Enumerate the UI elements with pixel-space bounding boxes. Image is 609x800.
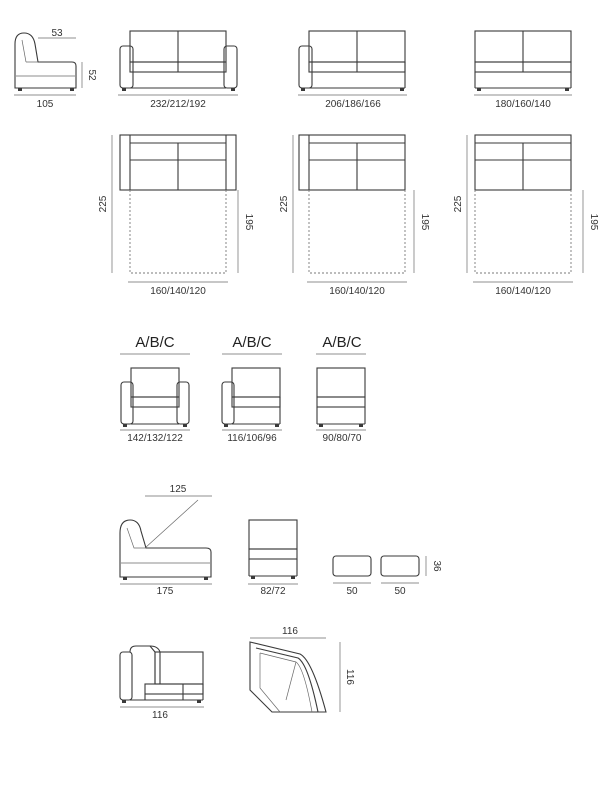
sofa-one-arm-front: 206/186/166 xyxy=(298,30,407,110)
corner-plan-view: 116 116 xyxy=(249,626,355,713)
ottoman-width-label: 50 xyxy=(394,586,406,597)
module-no-arms: A/B/C 90/80/70 xyxy=(316,334,366,444)
bed-length-label: 225 xyxy=(279,195,290,212)
corner-front-view: 116 xyxy=(119,645,204,721)
sofa-two-arms-front: 232/212/192 xyxy=(118,30,238,110)
corner-top-depth-label: 116 xyxy=(344,669,355,685)
ottoman-height-label: 36 xyxy=(431,560,442,572)
bed-length-label: 225 xyxy=(453,195,464,212)
sofa-no-arms-front: 180/160/140 xyxy=(474,30,572,110)
sofa-two-arms-width-label: 232/212/192 xyxy=(150,99,206,110)
bed-mattress-length-label: 195 xyxy=(419,214,430,231)
chaise-side-view: 125 175 xyxy=(119,484,212,597)
module-one-arm-width-label: 116/106/96 xyxy=(227,433,277,444)
ottoman-left: 50 xyxy=(332,555,372,597)
chaise-recline-label: 125 xyxy=(170,484,187,495)
bed-length-label: 225 xyxy=(98,195,109,212)
side-total-depth-label: 105 xyxy=(37,99,54,110)
bed-width-label: 160/140/120 xyxy=(329,286,385,297)
module-two-arms: A/B/C 142/132/122 xyxy=(120,334,190,444)
module-one-arm: A/B/C 116/106/96 xyxy=(221,334,282,444)
sofa-no-arms-width-label: 180/160/140 xyxy=(495,99,551,110)
bed-mattress-length-label: 195 xyxy=(243,214,254,231)
side-view-seat: 53 52 105 xyxy=(14,28,97,110)
module-variant-label: A/B/C xyxy=(322,334,361,351)
corner-top-width-label: 116 xyxy=(282,626,298,637)
ottoman-width-label: 50 xyxy=(346,586,358,597)
corner-width-label: 116 xyxy=(152,710,168,721)
module-variant-label: A/B/C xyxy=(135,334,174,351)
bed-width-label: 160/140/120 xyxy=(150,286,206,297)
bed-plan-two-arms: 225 195 160/140/120 xyxy=(98,134,254,297)
module-variant-label: A/B/C xyxy=(232,334,271,351)
chaise-front-width-label: 82/72 xyxy=(260,586,285,597)
module-two-arms-width-label: 142/132/122 xyxy=(127,433,183,444)
side-height-label: 52 xyxy=(86,69,97,81)
bed-mattress-length-label: 195 xyxy=(588,214,599,231)
bed-plan-one-arm: 225 195 160/140/120 xyxy=(279,134,430,297)
ottoman-right: 50 36 xyxy=(380,555,442,597)
side-depth-label: 53 xyxy=(51,28,63,39)
chaise-length-label: 175 xyxy=(157,586,174,597)
bed-width-label: 160/140/120 xyxy=(495,286,551,297)
sofa-one-arm-width-label: 206/186/166 xyxy=(325,99,381,110)
module-no-arms-width-label: 90/80/70 xyxy=(323,433,362,444)
chaise-front-view: 82/72 xyxy=(248,519,298,597)
bed-plan-no-arms: 225 195 160/140/120 xyxy=(453,134,599,297)
